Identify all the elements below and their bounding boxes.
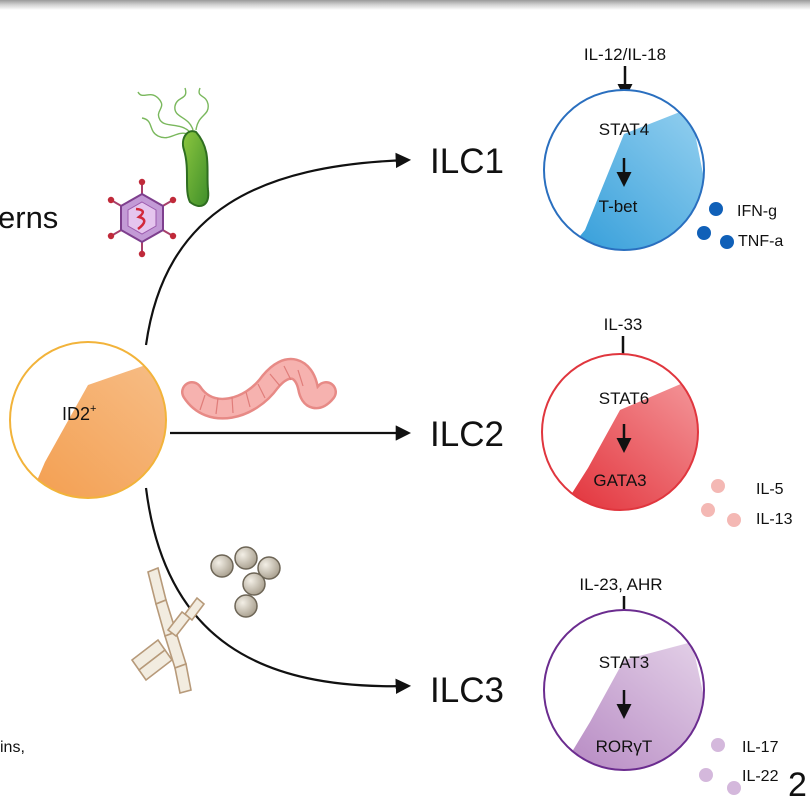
virus-icon (107, 178, 177, 258)
ilc2-inducer: IL-33 (604, 315, 643, 334)
ilc2-cytokine-1: IL-5 (756, 481, 784, 498)
ilc2-factor: GATA3 (593, 471, 646, 490)
ilc1-cytokine-dots (697, 202, 734, 249)
ilc2-cell: IL-33 STAT6 GATA3 IL-5 IL-13 (541, 315, 793, 528)
progenitor-cell: ID2+ (9, 341, 167, 499)
ilc1-inducer: IL-12/IL-18 (584, 45, 666, 64)
ilc3-inducer: IL-23, AHR (579, 575, 662, 594)
ilc2-stat: STAT6 (599, 389, 649, 408)
ilc3-cytokine-dots (699, 738, 741, 795)
ilc2-cytokine-dots (701, 479, 741, 527)
ilc3-label: ILC3 (430, 671, 504, 710)
ilc1-cell: IL-12/IL-18 STAT4 T-bet IFN-g TNF-a (543, 45, 783, 251)
cocci-cluster-icon (210, 546, 281, 618)
ilc3-cytokine-2: IL-22 (742, 768, 779, 785)
bacterium-icon (137, 87, 210, 207)
worm-icon (181, 357, 337, 420)
ilc1-label: ILC1 (430, 142, 504, 181)
ilc3-factor: RORγT (596, 737, 653, 756)
window-top-shadow (0, 0, 810, 10)
arrow-to-ilc3 (144, 487, 412, 695)
ilc3-stat: STAT3 (599, 653, 649, 672)
ilc1-stat: STAT4 (599, 120, 649, 139)
ilc2-cytokine-2: IL-13 (756, 511, 793, 528)
ilc1-cytokine-1: IFN-g (737, 203, 777, 220)
page-number: 2 (788, 766, 807, 804)
ilc1-cytokine-2: TNF-a (738, 233, 783, 250)
ilc3-cytokine-1: IL-17 (742, 739, 779, 756)
progenitor-label: ID2+ (62, 403, 96, 424)
partial-title-text: erns (0, 200, 58, 235)
ilc1-factor: T-bet (599, 197, 638, 216)
ilc3-cell: IL-23, AHR STAT3 RORγT IL-17 IL-22 (543, 575, 779, 795)
partial-footnote-text: ins, (0, 739, 25, 756)
ilc2-label: ILC2 (430, 415, 504, 454)
arrow-to-ilc1 (144, 152, 412, 346)
fungus-hyphae-icon (130, 566, 206, 694)
